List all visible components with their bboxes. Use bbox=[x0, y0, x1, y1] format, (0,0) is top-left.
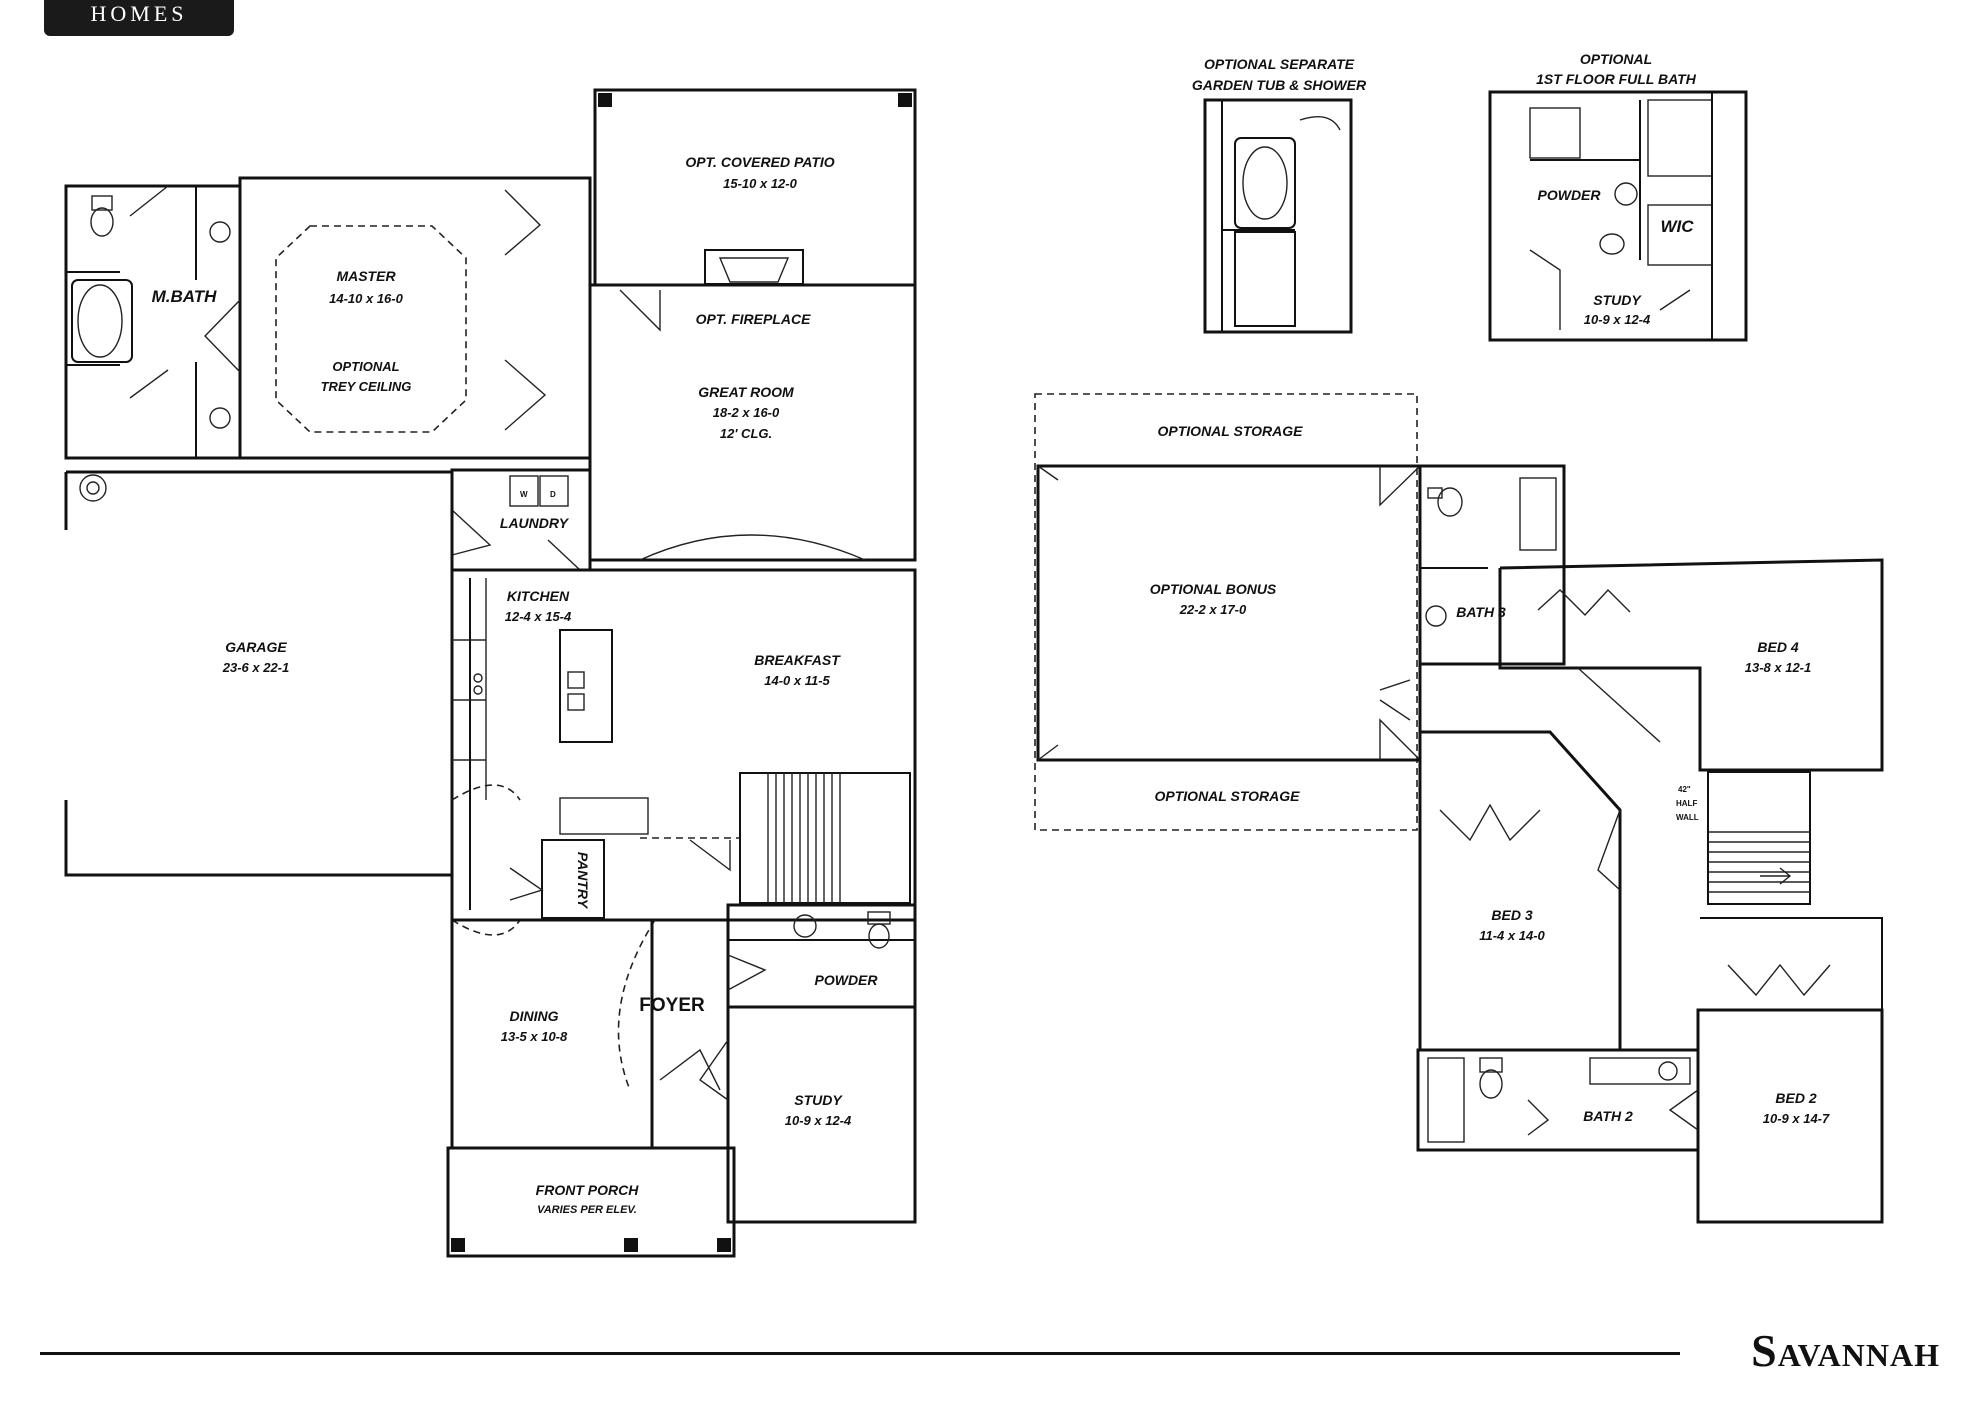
refrigerator-cabinet bbox=[559, 797, 649, 835]
bed3-walls bbox=[1418, 730, 1622, 1052]
washer-label: W bbox=[520, 490, 528, 499]
breakfast-dims: 14-0 x 11-5 bbox=[764, 673, 830, 688]
full-bath-study-label: STUDY bbox=[1593, 292, 1642, 308]
water-heater bbox=[79, 474, 107, 502]
half-wall-label-3: WALL bbox=[1676, 813, 1699, 822]
great-room-label: GREAT ROOM bbox=[698, 384, 794, 400]
footer-rule bbox=[40, 1352, 1680, 1355]
master-note-1: OPTIONAL bbox=[332, 359, 399, 374]
dryer-label: D bbox=[550, 490, 556, 499]
first-floor-stairs bbox=[739, 772, 911, 904]
breakfast-arch bbox=[639, 534, 866, 561]
master-walls bbox=[238, 176, 592, 460]
bed4-walls bbox=[1498, 558, 1884, 772]
fireplace bbox=[704, 249, 804, 285]
bed3-dims: 11-4 x 14-0 bbox=[1479, 928, 1545, 943]
great-room-dims: 18-2 x 16-0 bbox=[713, 405, 780, 420]
master-label: MASTER bbox=[336, 268, 396, 284]
bath3-walls bbox=[1418, 464, 1566, 666]
mbath-sink-1 bbox=[209, 221, 231, 243]
mbath-tub-basin bbox=[77, 284, 123, 358]
second-floor-stairs bbox=[1707, 771, 1811, 905]
option-inset-full-bath: OPTIONAL 1ST FLOOR FULL BATH POWDER WIC … bbox=[1488, 51, 1748, 342]
kitchen-breakfast-walls bbox=[450, 568, 917, 922]
powder-label: POWDER bbox=[815, 972, 879, 988]
mbath-label: M.BATH bbox=[152, 287, 218, 306]
bed2-label: BED 2 bbox=[1775, 1090, 1816, 1106]
front-porch-note: VARIES PER ELEV. bbox=[537, 1204, 637, 1216]
study-dims: 10-9 x 12-4 bbox=[785, 1113, 852, 1128]
half-wall-label-2: HALF bbox=[1676, 799, 1697, 808]
garden-tub-inset-walls bbox=[1203, 98, 1353, 334]
breakfast-label: BREAKFAST bbox=[754, 652, 841, 668]
storage-top-label: OPTIONAL STORAGE bbox=[1158, 423, 1304, 439]
bed3-label: BED 3 bbox=[1491, 907, 1532, 923]
great-room-walls bbox=[588, 283, 917, 562]
front-porch-walls bbox=[446, 1146, 736, 1258]
garden-tub-title-2: GARDEN TUB & SHOWER bbox=[1192, 77, 1367, 93]
master-note-2: TREY CEILING bbox=[321, 379, 412, 394]
covered-patio-dims: 15-10 x 12-0 bbox=[723, 176, 797, 191]
bed2-dims: 10-9 x 14-7 bbox=[1763, 1111, 1830, 1126]
pantry-label: PANTRY bbox=[575, 852, 591, 910]
study-label: STUDY bbox=[794, 1092, 843, 1108]
second-floor-plan: OPTIONAL STORAGE OPTIONAL STORAGE OPTION… bbox=[1034, 393, 1884, 1224]
great-room-note: 12' CLG. bbox=[720, 426, 772, 441]
garden-tub-title-1: OPTIONAL SEPARATE bbox=[1204, 56, 1355, 72]
bath3-label: BATH 3 bbox=[1456, 604, 1506, 620]
fireplace-label: OPT. FIREPLACE bbox=[696, 311, 812, 327]
study-walls bbox=[726, 1005, 917, 1224]
foyer-label: FOYER bbox=[639, 995, 705, 1016]
foyer-arch bbox=[617, 919, 656, 1091]
mbath-sink-2 bbox=[209, 407, 231, 429]
full-bath-wic-label: WIC bbox=[1660, 217, 1694, 236]
kitchen-island bbox=[559, 629, 613, 743]
dining-label: DINING bbox=[510, 1008, 559, 1024]
mbath-toilet-bowl bbox=[90, 207, 114, 237]
bed2-walls bbox=[1696, 1008, 1884, 1224]
covered-patio-label: OPT. COVERED PATIO bbox=[685, 154, 834, 170]
brand-logo-text: HOMES bbox=[90, 1, 188, 26]
storage-bottom-label: OPTIONAL STORAGE bbox=[1155, 788, 1301, 804]
dining-dims: 13-5 x 10-8 bbox=[501, 1029, 568, 1044]
full-bath-powder-label: POWDER bbox=[1538, 187, 1602, 203]
first-floor-plan: MASTER 14-10 x 16-0 OPTIONAL TREY CEILIN… bbox=[64, 88, 917, 1258]
option-inset-garden-tub: OPTIONAL SEPARATE GARDEN TUB & SHOWER bbox=[1192, 56, 1367, 334]
pantry-walls bbox=[541, 839, 605, 919]
bath2-walls bbox=[1416, 1048, 1700, 1152]
kitchen-label: KITCHEN bbox=[507, 588, 570, 604]
trey-ceiling-outline bbox=[275, 225, 467, 433]
full-bath-inset-walls bbox=[1488, 90, 1748, 342]
garage-dims: 23-6 x 22-1 bbox=[222, 660, 290, 675]
bed4-dims: 13-8 x 12-1 bbox=[1745, 660, 1812, 675]
optional-storage-outline bbox=[1034, 393, 1418, 831]
full-bath-study-dims: 10-9 x 12-4 bbox=[1584, 312, 1651, 327]
plan-title: Savannah bbox=[1751, 1325, 1940, 1376]
full-bath-title-1: OPTIONAL bbox=[1580, 51, 1652, 67]
kitchen-dims: 12-4 x 15-4 bbox=[505, 609, 572, 624]
mbath-tub bbox=[71, 279, 133, 363]
bonus-label: OPTIONAL BONUS bbox=[1150, 581, 1277, 597]
half-wall-label-1: 42" bbox=[1678, 785, 1691, 794]
brand-logo-badge bbox=[44, 0, 234, 36]
bed4-label: BED 4 bbox=[1757, 639, 1798, 655]
master-dims: 14-10 x 16-0 bbox=[329, 291, 403, 306]
bath2-label: BATH 2 bbox=[1583, 1108, 1633, 1124]
mbath-toilet-tank bbox=[91, 195, 113, 211]
garage-label: GARAGE bbox=[225, 639, 287, 655]
laundry-label: LAUNDRY bbox=[500, 515, 570, 531]
full-bath-title-2: 1ST FLOOR FULL BATH bbox=[1536, 71, 1697, 87]
bonus-dims: 22-2 x 17-0 bbox=[1179, 602, 1247, 617]
front-porch-label: FRONT PORCH bbox=[536, 1182, 640, 1198]
